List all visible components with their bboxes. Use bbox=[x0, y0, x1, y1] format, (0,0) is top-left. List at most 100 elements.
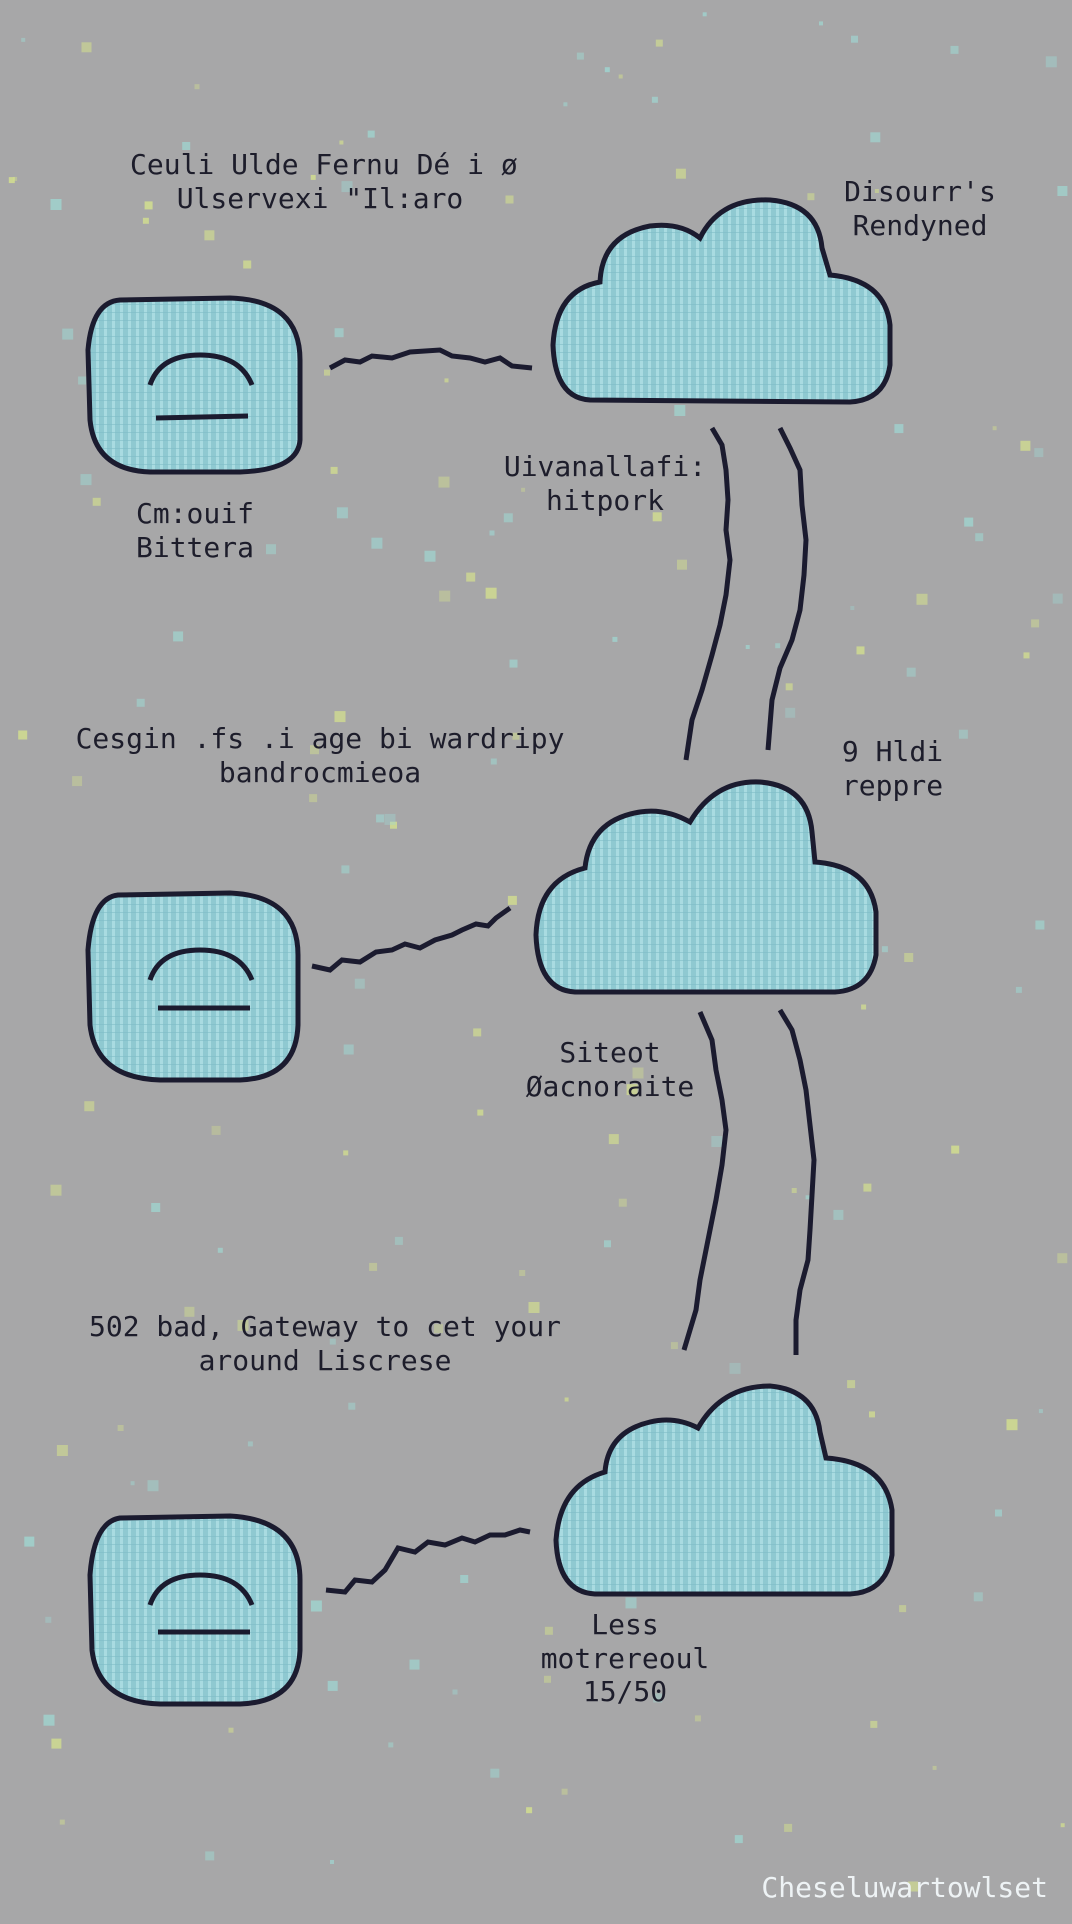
background-speck bbox=[72, 776, 83, 787]
background-speck bbox=[1015, 986, 1022, 993]
background-speck bbox=[1006, 1419, 1018, 1431]
background-speck bbox=[528, 1302, 540, 1313]
background-speck bbox=[13, 176, 18, 181]
background-speck bbox=[670, 1342, 678, 1350]
cloud-3-bottom-label: Less motrereoul 15/50 bbox=[515, 1608, 735, 1709]
background-speck bbox=[833, 1209, 844, 1220]
background-speck bbox=[490, 1768, 500, 1778]
background-speck bbox=[409, 1659, 420, 1670]
background-speck bbox=[775, 643, 781, 649]
background-speck bbox=[194, 84, 200, 90]
background-speck bbox=[130, 1481, 135, 1486]
node-2 bbox=[85, 890, 301, 1083]
background-speck bbox=[324, 369, 330, 376]
background-speck bbox=[677, 559, 687, 570]
background-speck bbox=[932, 1765, 937, 1770]
stream-1b bbox=[765, 426, 809, 751]
background-speck bbox=[243, 260, 252, 269]
background-speck bbox=[618, 74, 623, 79]
background-speck bbox=[847, 1380, 856, 1389]
background-speck bbox=[894, 424, 904, 434]
background-speck bbox=[343, 1150, 349, 1156]
connector-1 bbox=[328, 347, 533, 371]
background-speck bbox=[390, 821, 397, 829]
background-speck bbox=[1020, 440, 1031, 451]
background-speck bbox=[45, 1616, 52, 1623]
background-speck bbox=[51, 1738, 62, 1749]
background-speck bbox=[80, 474, 92, 486]
background-speck bbox=[18, 730, 28, 740]
background-speck bbox=[512, 732, 520, 740]
background-speck bbox=[626, 1084, 638, 1096]
background-speck bbox=[1052, 593, 1063, 604]
link-2-label: Siteot Øacnoraite bbox=[500, 1036, 720, 1103]
background-speck bbox=[870, 132, 881, 143]
node-3 bbox=[87, 1513, 303, 1707]
background-speck bbox=[477, 1109, 484, 1116]
background-speck bbox=[144, 201, 153, 210]
background-speck bbox=[653, 1693, 663, 1703]
node-1-label: Cm:ouif Bittera bbox=[110, 497, 280, 564]
background-speck bbox=[237, 1319, 249, 1331]
background-speck bbox=[964, 517, 974, 527]
background-speck bbox=[204, 230, 215, 241]
background-speck bbox=[618, 1198, 627, 1207]
background-speck bbox=[1031, 619, 1040, 628]
cloud-1-side-line-2: Rendyned bbox=[852, 208, 988, 242]
background-speck bbox=[334, 711, 346, 723]
background-speck bbox=[434, 1324, 443, 1334]
background-speck bbox=[604, 1240, 611, 1248]
node-2-shape bbox=[85, 890, 301, 1083]
background-speck bbox=[729, 1362, 741, 1374]
background-speck bbox=[336, 507, 348, 519]
background-speck bbox=[1045, 56, 1057, 68]
background-speck bbox=[1023, 652, 1030, 659]
background-speck bbox=[785, 683, 793, 691]
background-speck bbox=[81, 42, 92, 53]
background-speck bbox=[807, 193, 815, 201]
background-speck bbox=[439, 590, 451, 602]
connector-2 bbox=[311, 905, 512, 973]
background-speck bbox=[343, 1044, 354, 1055]
background-speck bbox=[310, 745, 319, 755]
node-1-line-1: Cm:ouif bbox=[135, 497, 254, 530]
header-label: Ceuli Ulde Fernu Dé i ø Ulservexi "Il:ar… bbox=[130, 148, 518, 215]
background-speck bbox=[211, 1125, 221, 1135]
background-speck bbox=[870, 1720, 878, 1728]
section-2-line-1: Cesgin .fs .i age bi wardripy bbox=[75, 722, 565, 755]
header-line-1: Ceuli Ulde Fernu Dé i ø bbox=[130, 148, 518, 181]
background-speck bbox=[632, 1067, 644, 1079]
background-speck bbox=[490, 758, 497, 765]
link-2-line-1: Siteot bbox=[559, 1036, 661, 1069]
background-speck bbox=[43, 1714, 55, 1726]
background-speck bbox=[604, 67, 610, 73]
stream-2a bbox=[681, 1011, 729, 1351]
sad-face-icon bbox=[147, 947, 255, 1011]
background-speck bbox=[50, 1184, 62, 1196]
background-speck bbox=[861, 1004, 867, 1010]
background-speck bbox=[819, 21, 823, 26]
background-speck bbox=[8, 177, 15, 184]
background-speck bbox=[711, 1136, 723, 1147]
background-speck bbox=[184, 1306, 195, 1317]
background-speck bbox=[485, 587, 497, 599]
background-speck bbox=[142, 217, 149, 224]
background-speck bbox=[992, 426, 997, 431]
background-speck bbox=[702, 12, 707, 17]
cloud-1 bbox=[550, 197, 893, 405]
cloud-3-bottom-line-1: Less bbox=[591, 1608, 659, 1641]
background-speck bbox=[675, 168, 686, 179]
background-speck bbox=[906, 667, 916, 677]
background-speck bbox=[424, 550, 436, 562]
background-speck bbox=[651, 96, 658, 103]
background-speck bbox=[973, 1592, 983, 1602]
background-speck bbox=[916, 593, 928, 605]
background-speck bbox=[526, 1807, 533, 1814]
node-1-line-2: Bittera bbox=[135, 530, 254, 564]
background-speck bbox=[805, 1195, 810, 1200]
background-speck bbox=[217, 1247, 223, 1253]
background-speck bbox=[655, 39, 663, 47]
background-speck bbox=[951, 1145, 960, 1154]
background-speck bbox=[881, 946, 888, 953]
